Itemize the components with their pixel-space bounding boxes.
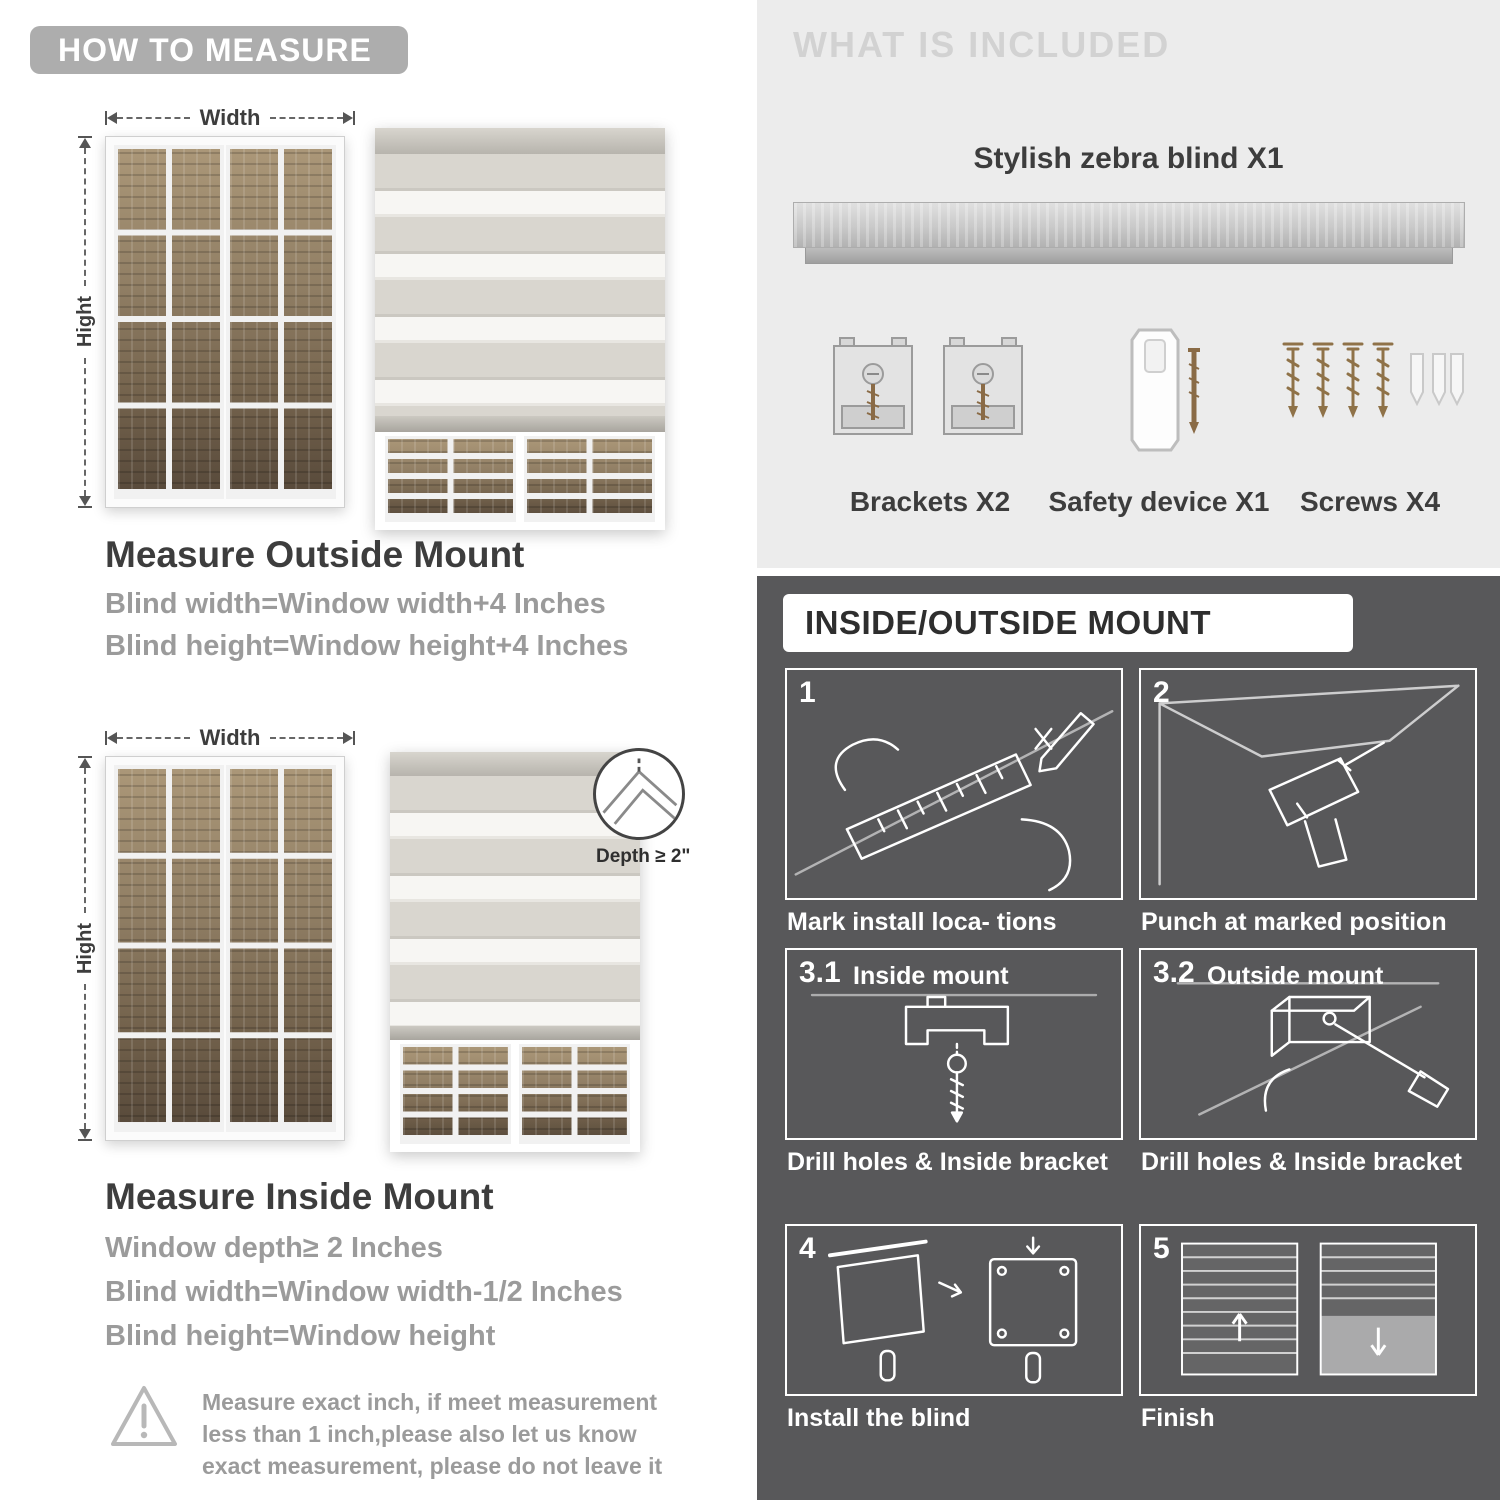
window-illustration: [105, 136, 345, 508]
blind-stripes: [375, 154, 665, 416]
step-5-caption: Finish: [1141, 1404, 1215, 1432]
step-3-2-panel: 3.2 Outside mount: [1139, 948, 1477, 1140]
window-peek: [390, 1040, 640, 1152]
width-arrow: Width: [105, 105, 356, 130]
step3-1-inside-bracket-illustration: [810, 993, 1098, 1123]
window-corner-icon: [602, 756, 678, 825]
outside-mount-line-1: Blind width=Window width+4 Inches: [105, 588, 606, 620]
step1-mark-locations-illustration: [794, 710, 1114, 892]
depth-callout-label: Depth ≥ 2": [596, 846, 691, 867]
how-to-measure-header: HOW TO MEASURE: [30, 26, 408, 74]
step-3-2-caption: Drill holes & Inside bracket: [1141, 1148, 1462, 1176]
step-4-panel: 4: [785, 1224, 1123, 1396]
blind-cassette: [375, 128, 665, 154]
outside-mount-blind-illustration: [375, 128, 665, 530]
warning-note: Measure exact inch, if meet measurement …: [108, 1382, 708, 1483]
step-number: 1: [799, 676, 816, 709]
step2-drill-illustration: [1158, 684, 1460, 886]
height-arrow: Hight: [73, 136, 96, 508]
blind-bottom-rail: [375, 416, 665, 432]
zebra-blind-headrail-illustration: [793, 202, 1465, 264]
outside-mount-window-group: Width Hight: [73, 105, 375, 518]
blind-stripes: [390, 776, 640, 1026]
safety-device-icon: [1130, 328, 1200, 452]
mount-guide-section: INSIDE/OUTSIDE MOUNT 1 Mark install loca…: [757, 576, 1500, 1500]
width-label: Width: [199, 725, 261, 750]
window-sash: [114, 145, 224, 499]
step-number: 3.1: [799, 956, 841, 989]
step-number: 4: [799, 1232, 816, 1265]
safety-device-label: Safety device X1: [1048, 486, 1270, 517]
brackets-icon: [833, 337, 1023, 435]
step4-install-blind-illustration: [828, 1236, 1078, 1384]
screws-illustration: [1277, 336, 1467, 456]
step-2-panel: 2: [1139, 668, 1477, 900]
step-5-panel: 5: [1139, 1224, 1477, 1396]
warning-icon: [111, 1386, 177, 1446]
step-number: 3.2: [1153, 956, 1195, 989]
brackets-illustration: [819, 330, 1039, 465]
step-1-panel: 1: [785, 668, 1123, 900]
height-arrow: Hight: [73, 756, 96, 1141]
step-number: 2: [1153, 676, 1170, 709]
window-sash: [226, 145, 336, 499]
depth-callout-circle: [593, 748, 685, 840]
inside-mount-line-3: Blind height=Window height: [105, 1320, 496, 1352]
width-label: Width: [199, 105, 261, 130]
warning-text: Measure exact inch, if meet measurement …: [202, 1389, 663, 1480]
safety-device-illustration: [1087, 322, 1237, 467]
window-peek: [375, 432, 665, 530]
screws-label: Screws X4: [1299, 486, 1441, 517]
step-1-caption: Mark install loca- tions: [787, 908, 1057, 936]
window-sash: [114, 765, 224, 1132]
blind-bottom-rail: [390, 1026, 640, 1040]
inside-mount-line-1: Window depth≥ 2 Inches: [105, 1232, 443, 1264]
window-sash: [226, 765, 336, 1132]
step-3-1-panel: 3.1 Inside mount: [785, 948, 1123, 1140]
step-4-caption: Install the blind: [787, 1404, 971, 1432]
screws-icon: [1282, 342, 1464, 418]
inside-mount-blind-illustration: [390, 752, 640, 1152]
zebra-blind-label: Stylish zebra blind X1: [973, 142, 1284, 175]
step-3-1-caption: Drill holes & Inside bracket: [787, 1148, 1108, 1176]
inside-mount-badge: Inside mount: [853, 962, 1009, 990]
step5-finish-illustration: [1181, 1242, 1437, 1376]
what-is-included-header: WHAT IS INCLUDED: [793, 24, 1171, 65]
height-label: Hight: [73, 922, 96, 975]
what-is-included-section: WHAT IS INCLUDED Stylish zebra blind X1: [757, 0, 1500, 568]
inside-mount-title: Measure Inside Mount: [105, 1176, 494, 1217]
step-number: 5: [1153, 1232, 1170, 1265]
brackets-label: Brackets X2: [849, 486, 1011, 517]
inside-mount-line-2: Blind width=Window width-1/2 Inches: [105, 1276, 623, 1308]
outside-mount-title: Measure Outside Mount: [105, 534, 525, 575]
height-label: Hight: [73, 296, 96, 348]
mount-guide-header-label: INSIDE/OUTSIDE MOUNT: [805, 604, 1212, 641]
step-2-caption: Punch at marked position: [1141, 908, 1447, 936]
how-to-measure-header-label: HOW TO MEASURE: [58, 31, 372, 68]
width-arrow: Width: [105, 725, 356, 750]
outside-mount-line-2: Blind height=Window height+4 Inches: [105, 630, 629, 662]
window-illustration: [105, 756, 345, 1141]
outside-mount-badge: Outside mount: [1207, 962, 1384, 990]
step3-2-outside-bracket-illustration: [1176, 982, 1450, 1116]
inside-mount-window-group: Width Hight: [73, 725, 375, 1148]
mount-guide-header: INSIDE/OUTSIDE MOUNT: [783, 594, 1353, 652]
